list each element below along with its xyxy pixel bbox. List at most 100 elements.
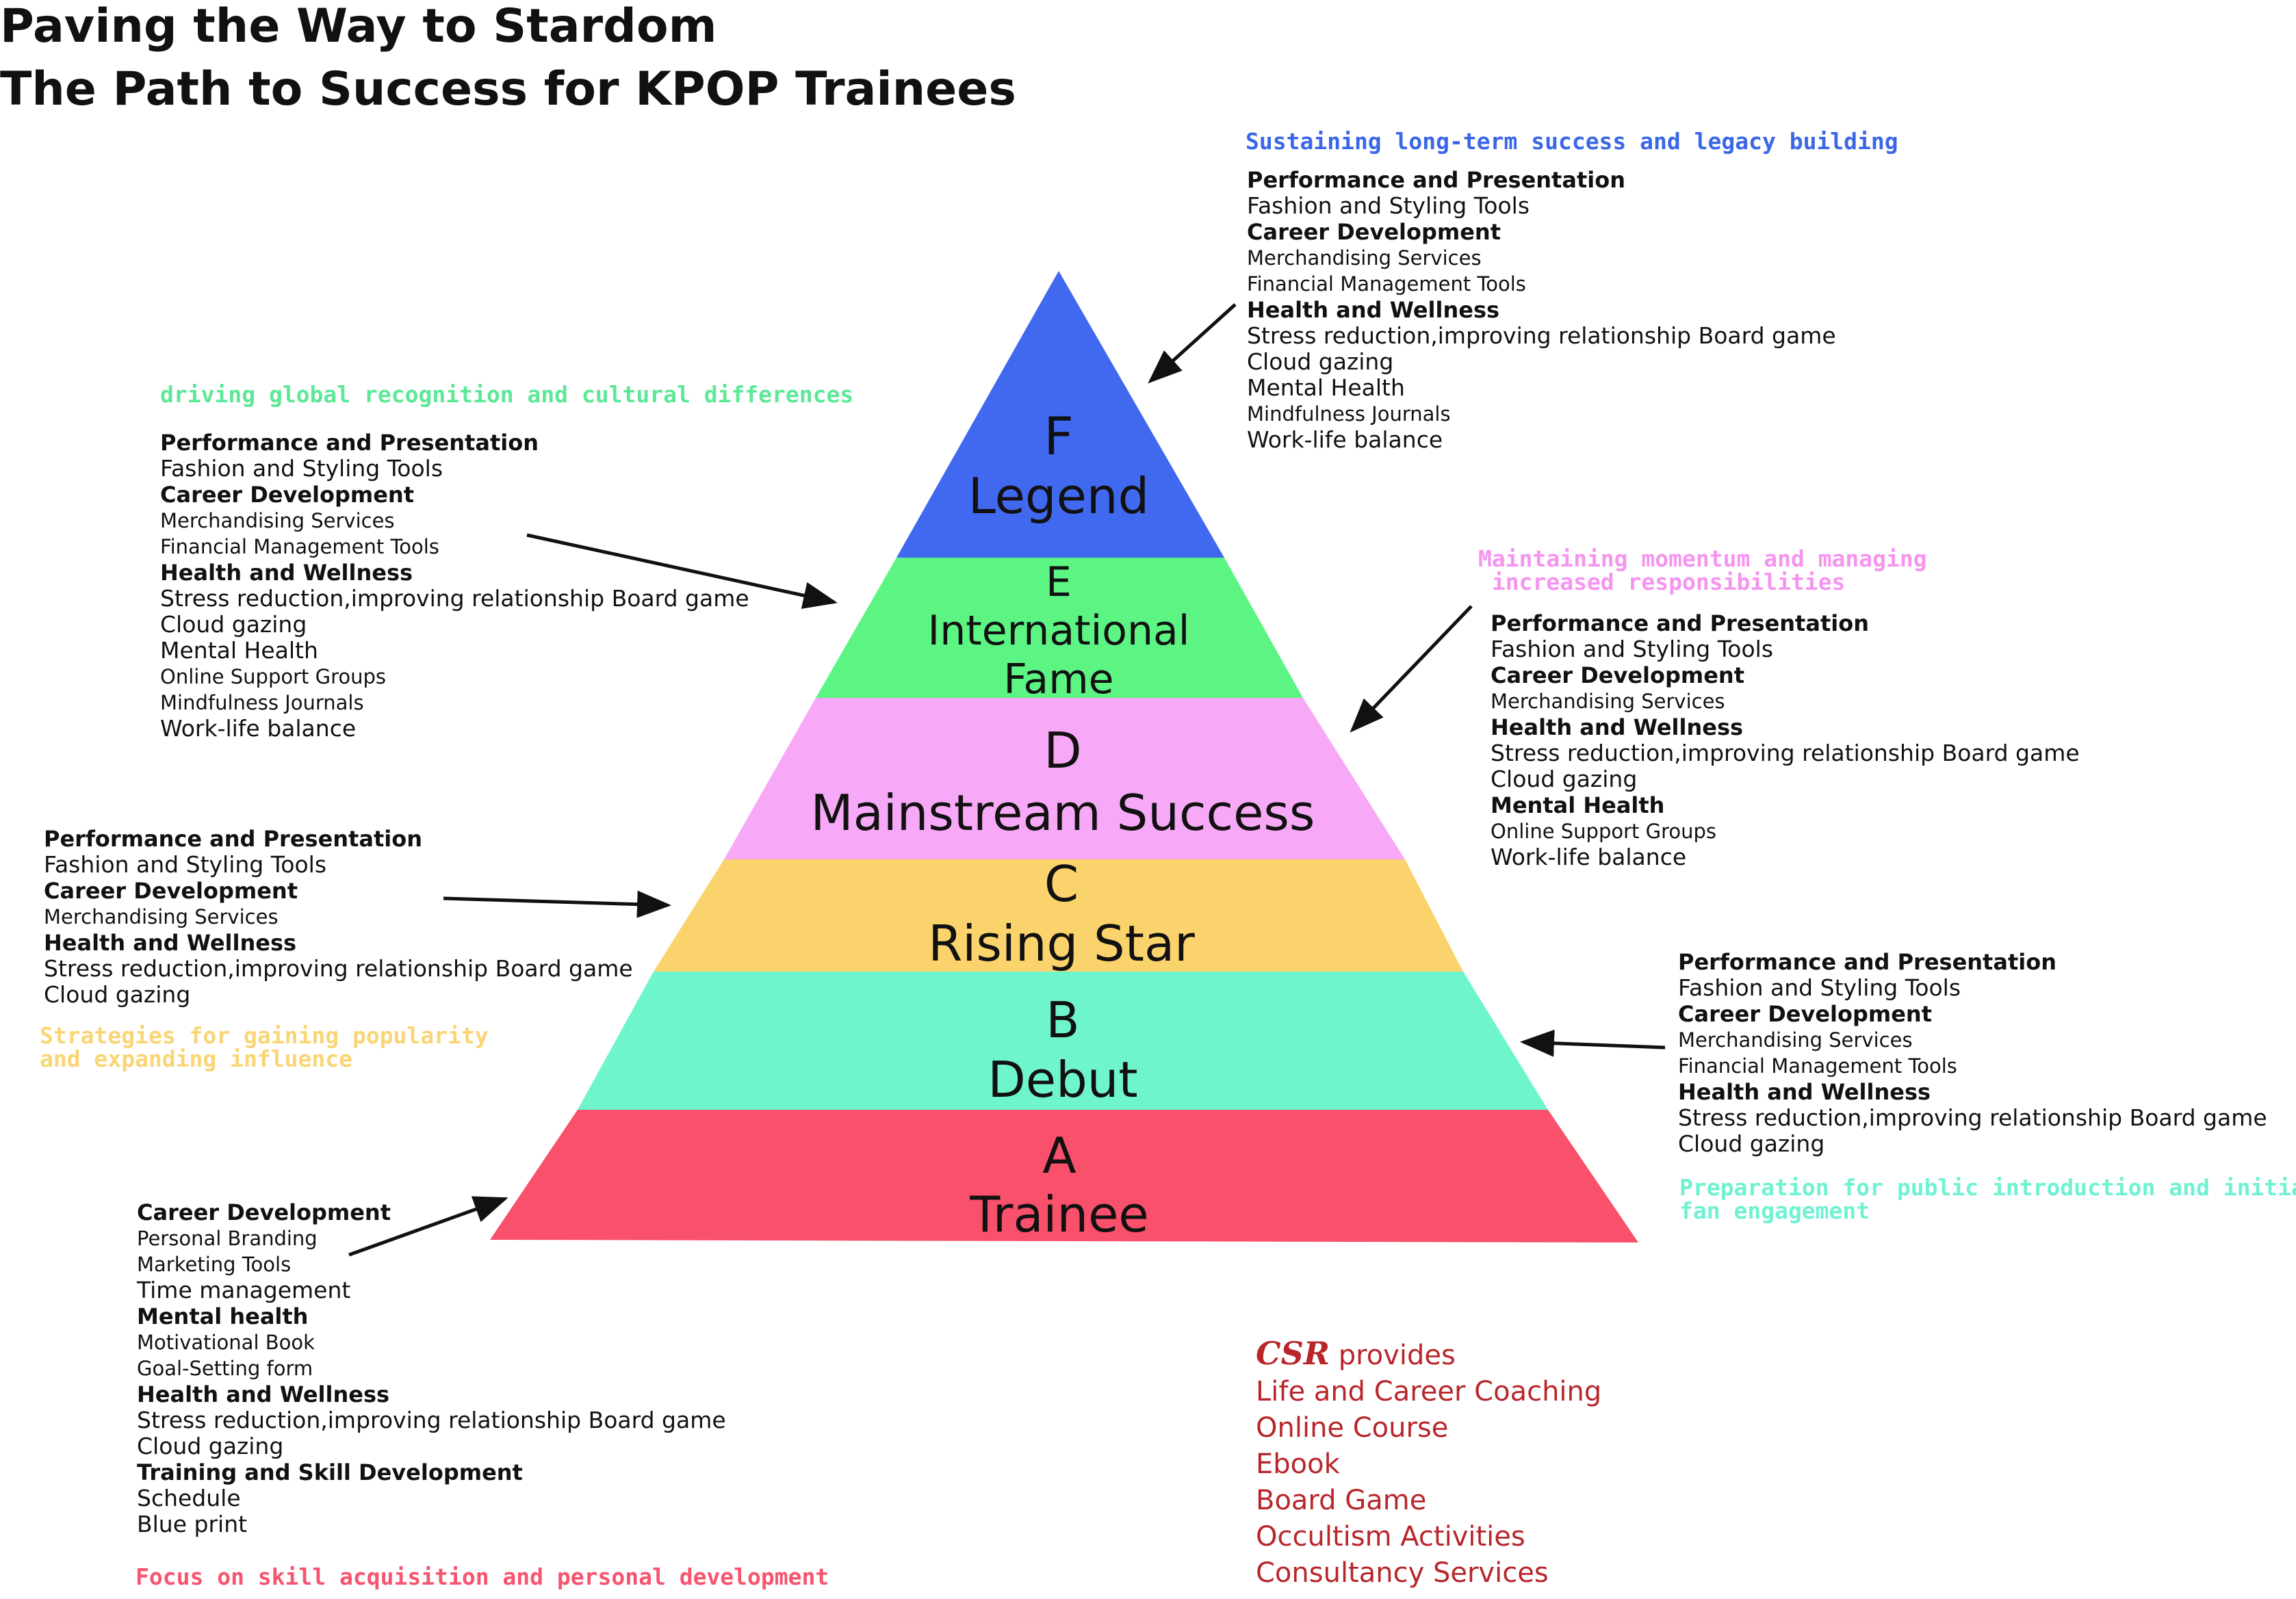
resource-item: Performance and Presentation xyxy=(1491,610,1869,636)
resource-item: Work-life balance xyxy=(160,715,357,742)
level-c-tagline: Strategies for gaining popularity and ex… xyxy=(40,1024,489,1071)
resource-item: Performance and Presentation xyxy=(1247,167,1625,193)
title-line-1: Paving the Way to Stardom xyxy=(0,0,717,53)
resource-item: Training and Skill Development xyxy=(137,1459,523,1485)
resource-item: Stress reduction,improving relationship … xyxy=(1247,322,1836,349)
level-c-letter: C xyxy=(1044,855,1079,913)
resource-item: Work-life balance xyxy=(1491,844,1687,870)
resource-item: Merchandising Services xyxy=(1247,246,1482,270)
level-e-shape xyxy=(816,558,1303,698)
resource-item: Financial Management Tools xyxy=(1247,272,1526,296)
resource-item: Cloud gazing xyxy=(44,981,191,1008)
resource-item: Work-life balance xyxy=(1247,426,1443,453)
resource-item: Cloud gazing xyxy=(1247,348,1394,375)
resource-item: Health and Wellness xyxy=(1491,714,1744,740)
level-a-tagline: Focus on skill acquisition and personal … xyxy=(136,1565,829,1589)
level-d-letter: D xyxy=(1044,722,1081,779)
resource-item: Mindfulness Journals xyxy=(160,691,364,714)
csr-heading: CSR provides xyxy=(1256,1336,1601,1374)
resource-item: Time management xyxy=(137,1277,351,1303)
resource-item: Fashion and Styling Tools xyxy=(160,455,443,482)
level-d-tagline-line1: Maintaining momentum and managing xyxy=(1478,545,1927,572)
level-a-name: Trainee xyxy=(969,1186,1148,1243)
csr-item: Consultancy Services xyxy=(1256,1557,1549,1589)
level-b-name: Debut xyxy=(988,1051,1137,1108)
arrow-to-level-a xyxy=(348,1196,508,1257)
resource-item: Merchandising Services xyxy=(160,509,395,532)
level-c-name: Rising Star xyxy=(928,915,1195,972)
level-b-tagline-line1: Preparation for public introduction and … xyxy=(1679,1174,2296,1201)
resource-item: Health and Wellness xyxy=(1247,297,1500,323)
resource-item: Merchandising Services xyxy=(44,905,279,928)
resource-item: Blue print xyxy=(137,1511,248,1537)
level-b-shape xyxy=(578,972,1548,1110)
resource-item: Stress reduction,improving relationship … xyxy=(1491,740,2080,766)
level-f-tagline: Sustaining long-term success and legacy … xyxy=(1246,130,1898,153)
resource-item: Cloud gazing xyxy=(1678,1130,1825,1157)
resource-item: Career Development xyxy=(44,878,298,904)
resource-item: Health and Wellness xyxy=(137,1381,390,1407)
level-e-tagline: driving global recognition and cultural … xyxy=(160,383,853,406)
level-a-shape xyxy=(490,1110,1638,1243)
resource-item: Health and Wellness xyxy=(160,560,413,586)
arrow-to-level-e xyxy=(526,533,838,609)
level-f-tagline-text: Sustaining long-term success and legacy … xyxy=(1246,128,1898,155)
arrow-to-level-d xyxy=(1350,605,1473,733)
csr-item: Ebook xyxy=(1256,1448,1340,1480)
csr-item: Occultism Activities xyxy=(1256,1521,1525,1552)
level-e-name-line1: International xyxy=(928,607,1190,655)
level-c-tagline-line1: Strategies for gaining popularity xyxy=(40,1022,489,1049)
arrow-to-level-f xyxy=(1148,303,1237,384)
resource-item: Cloud gazing xyxy=(160,611,307,638)
resource-item: Online Support Groups xyxy=(160,665,387,688)
resource-item: Career Development xyxy=(160,482,414,508)
resource-item: Health and Wellness xyxy=(44,930,297,956)
csr-item: Online Course xyxy=(1256,1412,1449,1444)
level-d-tagline: Maintaining momentum and managing increa… xyxy=(1478,547,1927,594)
resource-item: Mental Health xyxy=(160,637,318,664)
csr-provides-text: provides xyxy=(1338,1340,1456,1371)
resource-item: Online Support Groups xyxy=(1491,820,1717,843)
resource-item: Performance and Presentation xyxy=(160,430,539,456)
resource-item: Fashion and Styling Tools xyxy=(1678,974,1961,1001)
level-c-shape xyxy=(654,859,1463,972)
resource-item: Financial Management Tools xyxy=(1678,1054,1957,1078)
csr-item: Life and Career Coaching xyxy=(1256,1376,1602,1407)
level-d-name: Mainstream Success xyxy=(811,784,1315,842)
resource-item: Cloud gazing xyxy=(137,1433,284,1459)
csr-item: Board Game xyxy=(1256,1485,1427,1516)
resource-item: Career Development xyxy=(1247,219,1501,245)
level-d-tagline-line2: increased responsibilities xyxy=(1478,569,1846,595)
level-e-tagline-text: driving global recognition and cultural … xyxy=(160,381,854,408)
csr-logo: CSR xyxy=(1256,1335,1330,1372)
arrow-to-level-c xyxy=(443,890,671,918)
level-c-tagline-line2: and expanding influence xyxy=(40,1045,352,1072)
resource-item: Stress reduction,improving relationship … xyxy=(137,1407,726,1433)
resource-item: Mental Health xyxy=(1247,374,1405,401)
level-d-shape xyxy=(724,698,1405,859)
resource-item: Performance and Presentation xyxy=(44,826,422,852)
resource-item: Marketing Tools xyxy=(137,1253,292,1276)
level-a-letter: A xyxy=(1042,1127,1076,1184)
level-a-tagline-text: Focus on skill acquisition and personal … xyxy=(136,1563,829,1590)
level-b-tagline: Preparation for public introduction and … xyxy=(1679,1176,2296,1223)
resource-item: Merchandising Services xyxy=(1678,1028,1913,1052)
resource-item: Mental health xyxy=(137,1303,309,1329)
resource-item: Performance and Presentation xyxy=(1678,949,2056,975)
resource-item: Fashion and Styling Tools xyxy=(44,851,327,878)
level-b-tagline-line2: fan engagement xyxy=(1679,1197,1870,1224)
resource-item: Stress reduction,improving relationship … xyxy=(44,955,633,982)
csr-provides-list: CSR provides Life and Career Coaching On… xyxy=(1256,1336,1601,1591)
level-f-letter: F xyxy=(1044,406,1074,467)
resource-item: Stress reduction,improving relationship … xyxy=(160,585,749,612)
level-e-letter: E xyxy=(1046,558,1072,606)
resource-item: Motivational Book xyxy=(137,1331,315,1354)
resource-item: Career Development xyxy=(137,1199,391,1225)
resource-item: Career Development xyxy=(1491,662,1744,688)
level-b-letter: B xyxy=(1046,991,1079,1049)
resource-item: Fashion and Styling Tools xyxy=(1247,192,1530,219)
